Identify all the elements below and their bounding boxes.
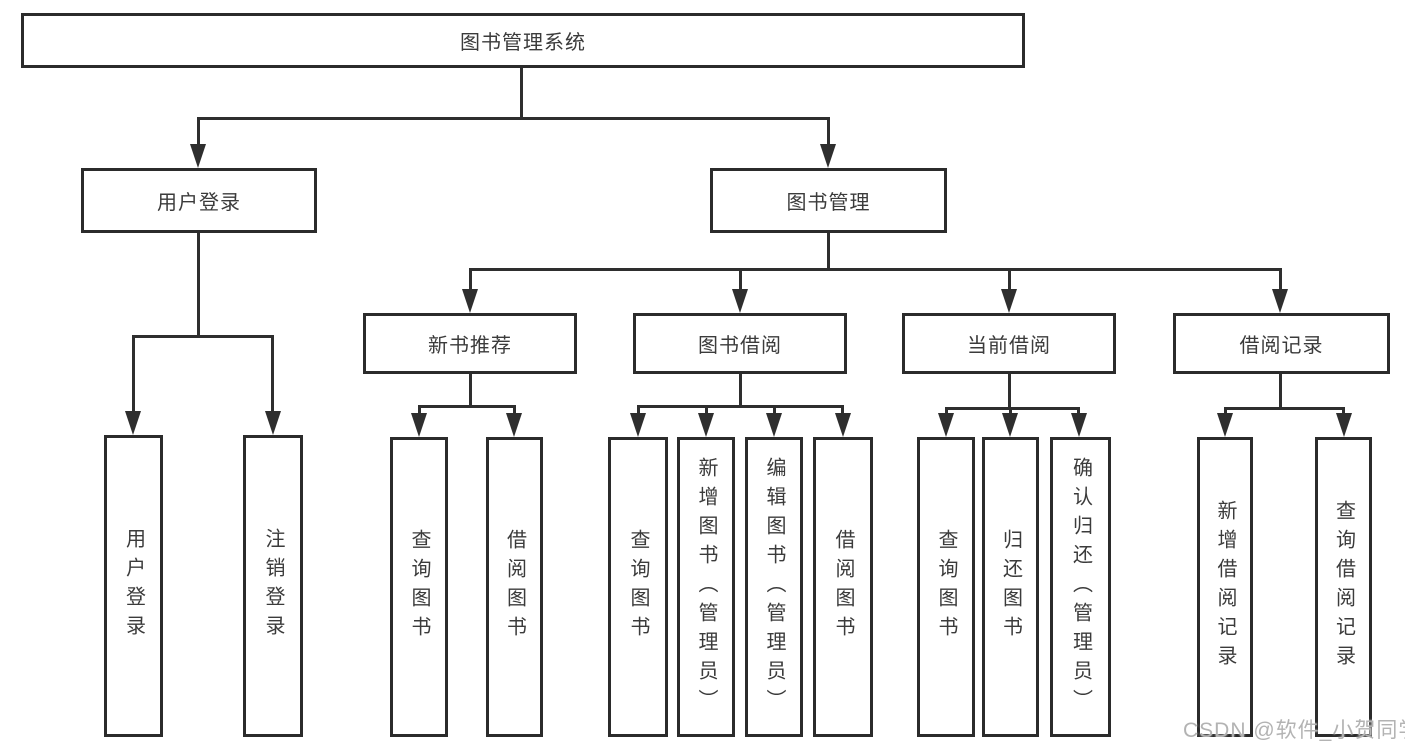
arrowhead-to-leaf-records-add xyxy=(1217,413,1233,437)
connector-records-leaf1-stem xyxy=(1224,407,1227,417)
leaf-user-login: 用户登录 xyxy=(104,435,163,737)
connector-user-stem xyxy=(197,233,200,338)
connector-current-leaf1-stem xyxy=(945,407,948,417)
leaf-records-add-label: 新增借阅记录 xyxy=(1214,500,1236,674)
leaf-borrow-query-label: 查询图书 xyxy=(627,529,649,645)
connector-root-to-user-stem xyxy=(197,117,200,149)
arrowhead-to-user-login xyxy=(190,144,206,168)
arrowhead-to-borrow-records xyxy=(1272,289,1288,313)
connector-newbook-leaf1-stem xyxy=(418,405,421,417)
arrowhead-to-leaf-current-query xyxy=(938,413,954,437)
arrowhead-to-leaf-user-login xyxy=(125,411,141,435)
csdn-watermark: CSDN @软件_小贺同学 xyxy=(1183,719,1405,742)
arrowhead-to-book-borrow xyxy=(732,289,748,313)
connector-borrow-leaf3-stem xyxy=(773,405,776,417)
arrowhead-to-leaf-borrow-book xyxy=(835,413,851,437)
leaf-newbook-borrow-label: 借阅图书 xyxy=(503,529,526,645)
connector-records-leaf2-stem xyxy=(1342,407,1345,417)
leaf-current-query-label: 查询图书 xyxy=(935,529,957,645)
connector-mgmt-bus xyxy=(469,268,1281,271)
leaf-user-login-label: 用户登录 xyxy=(122,528,145,644)
connector-user-leaf1-stem xyxy=(132,335,135,411)
arrowhead-to-leaf-borrow-edit xyxy=(766,413,782,437)
connector-root-to-mgmt-stem xyxy=(827,117,830,149)
connector-borrow-leaf2-stem xyxy=(705,405,708,417)
leaf-current-query: 查询图书 xyxy=(917,437,975,737)
leaf-borrow-book: 借阅图书 xyxy=(813,437,873,737)
arrowhead-to-leaf-borrow-query xyxy=(630,413,646,437)
arrowhead-to-leaf-current-return xyxy=(1002,413,1018,437)
node-root: 图书管理系统 xyxy=(21,13,1025,68)
node-borrow-records: 借阅记录 xyxy=(1173,313,1390,374)
leaf-logout-label: 注销登录 xyxy=(262,528,284,644)
leaf-logout: 注销登录 xyxy=(243,435,303,737)
arrowhead-to-leaf-logout xyxy=(265,411,281,435)
node-current-borrow: 当前借阅 xyxy=(902,313,1116,374)
arrowhead-to-leaf-records-query xyxy=(1336,413,1352,437)
leaf-current-confirm-admin: 确认归还（管理员） xyxy=(1050,437,1111,737)
connector-newbook-stem xyxy=(469,374,472,408)
connector-newbook-bus xyxy=(418,405,516,408)
node-new-book-recommend-label: 新书推荐 xyxy=(428,335,512,357)
node-borrow-records-label: 借阅记录 xyxy=(1239,335,1324,357)
connector-root-stem xyxy=(520,68,523,120)
node-book-borrow: 图书借阅 xyxy=(633,313,847,374)
arrowhead-to-leaf-newbook-query xyxy=(411,413,427,437)
leaf-borrow-edit-admin-label: 编辑图书（管理员） xyxy=(763,456,785,718)
connector-mgmt-l3c-stem xyxy=(1008,268,1011,292)
arrowhead-to-leaf-current-confirm xyxy=(1071,413,1087,437)
leaf-newbook-borrow: 借阅图书 xyxy=(486,437,543,737)
connector-borrow-leaf4-stem xyxy=(841,405,844,417)
connector-records-bus xyxy=(1224,407,1344,410)
leaf-borrow-add-admin-label: 新增图书（管理员） xyxy=(695,456,717,718)
arrowhead-to-leaf-newbook-borrow xyxy=(506,413,522,437)
node-book-borrow-label: 图书借阅 xyxy=(698,335,782,357)
connector-records-stem xyxy=(1279,374,1282,410)
connector-current-stem xyxy=(1008,374,1011,410)
leaf-borrow-edit-admin: 编辑图书（管理员） xyxy=(745,437,803,737)
leaf-borrow-book-label: 借阅图书 xyxy=(832,529,854,645)
connector-newbook-leaf2-stem xyxy=(513,405,516,417)
arrowhead-to-leaf-borrow-add xyxy=(698,413,714,437)
leaf-borrow-query: 查询图书 xyxy=(608,437,668,737)
connector-current-leaf2-stem xyxy=(1009,407,1012,417)
leaf-newbook-query-label: 查询图书 xyxy=(408,529,430,645)
connector-mgmt-l3d-stem xyxy=(1279,268,1282,292)
leaf-records-query-label: 查询借阅记录 xyxy=(1332,500,1355,674)
node-user-login-label: 用户登录 xyxy=(157,192,241,214)
arrowhead-to-book-management xyxy=(820,144,836,168)
node-root-label: 图书管理系统 xyxy=(460,32,586,54)
leaf-records-query: 查询借阅记录 xyxy=(1315,437,1372,737)
arrowhead-to-new-book-recommend xyxy=(462,289,478,313)
leaf-current-return-label: 归还图书 xyxy=(999,529,1022,645)
connector-borrow-leaf1-stem xyxy=(637,405,640,417)
leaf-current-return: 归还图书 xyxy=(982,437,1039,737)
node-book-management-label: 图书管理 xyxy=(786,192,871,214)
connector-root-bus xyxy=(197,117,830,120)
leaf-borrow-add-admin: 新增图书（管理员） xyxy=(677,437,735,737)
connector-mgmt-l3a-stem xyxy=(469,268,472,292)
connector-current-bus xyxy=(945,407,1080,410)
connector-borrow-stem xyxy=(739,374,742,408)
connector-mgmt-l3b-stem xyxy=(739,268,742,292)
leaf-current-confirm-admin-label: 确认归还（管理员） xyxy=(1069,456,1092,718)
connector-user-leaf2-stem xyxy=(271,335,274,411)
connector-mgmt-stem xyxy=(827,233,830,271)
connector-current-leaf3-stem xyxy=(1077,407,1080,417)
leaf-newbook-query: 查询图书 xyxy=(390,437,448,737)
node-book-management: 图书管理 xyxy=(710,168,947,233)
node-new-book-recommend: 新书推荐 xyxy=(363,313,577,374)
node-user-login: 用户登录 xyxy=(81,168,317,233)
leaf-records-add: 新增借阅记录 xyxy=(1197,437,1253,737)
connector-borrow-bus xyxy=(637,405,843,408)
node-current-borrow-label: 当前借阅 xyxy=(967,335,1051,357)
connector-user-bus xyxy=(132,335,274,338)
arrowhead-to-current-borrow xyxy=(1001,289,1017,313)
